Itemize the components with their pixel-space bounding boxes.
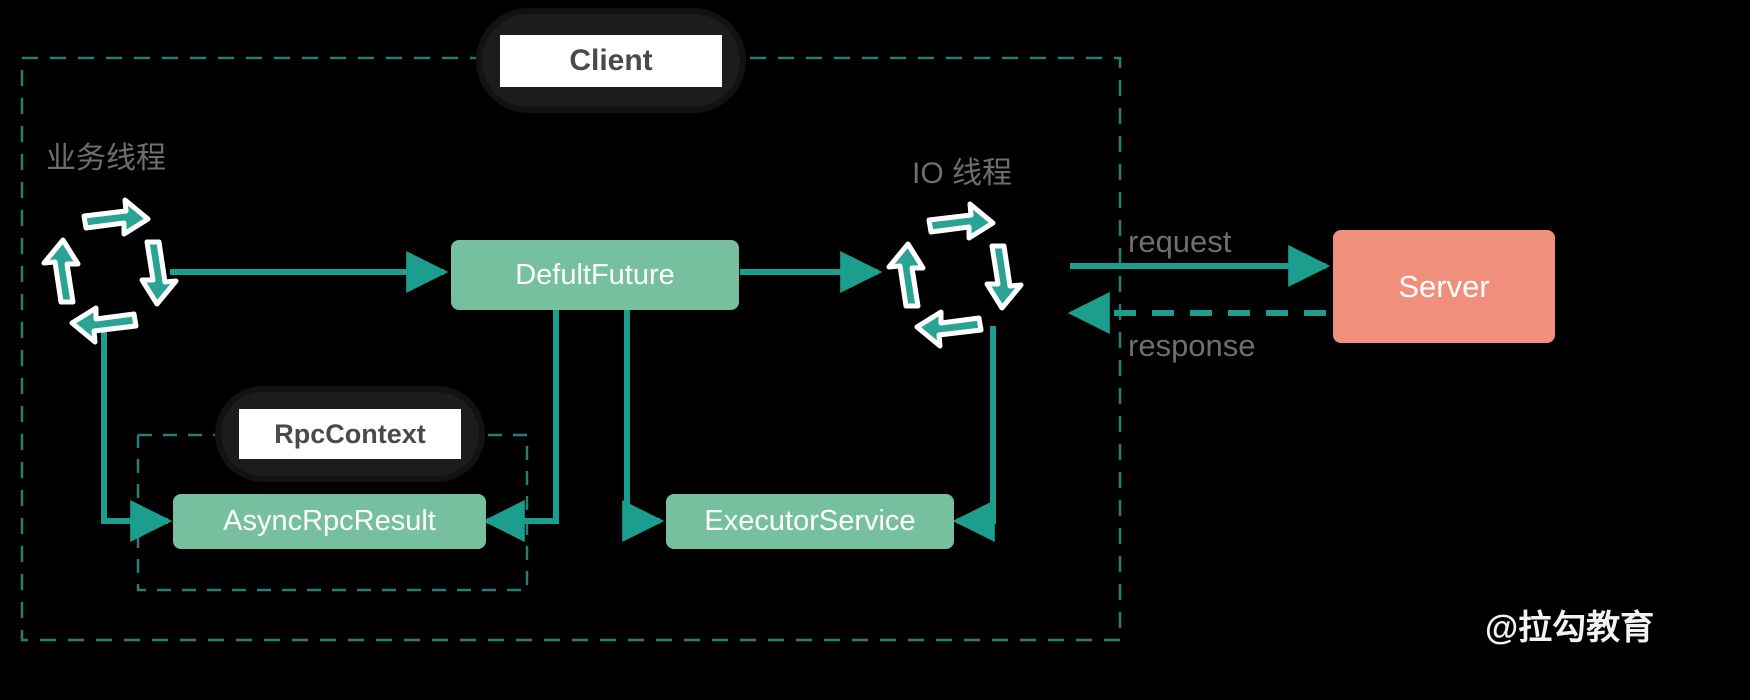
business-thread-label: 业务线程: [46, 142, 166, 175]
rpccontext-pill-plate: RpcContext: [239, 409, 461, 459]
business-thread-icon: [41, 197, 179, 345]
request-label: request: [1128, 224, 1232, 259]
client-label: Client: [569, 43, 653, 77]
edge-defultfuture-to-asyncrpcresult: [482, 310, 559, 542]
node-defultfuture[interactable]: DefultFuture: [451, 240, 739, 310]
watermark: @拉勾教育: [1485, 609, 1655, 647]
client-pill-plate: Client: [500, 34, 722, 87]
edge-defultfuture-to-executorservice: [622, 310, 665, 542]
node-asyncrpcresult[interactable]: AsyncRpcResult: [173, 494, 486, 549]
io-thread-icon: [886, 201, 1024, 349]
response-label: response: [1128, 328, 1256, 363]
rpccontext-label: RpcContext: [274, 418, 426, 449]
node-server[interactable]: Server: [1333, 230, 1555, 343]
client-boundary-dashed: [20, 56, 1122, 642]
node-server-label: Server: [1398, 268, 1490, 304]
rpccontext-pill: RpcContext: [221, 392, 479, 476]
edge-businessthread-to-asyncrpcresult: [101, 320, 173, 542]
edge-iothread-to-executorservice: [952, 326, 996, 542]
io-thread-label: IO 线程: [912, 157, 1013, 190]
client-pill: Client: [482, 14, 740, 107]
node-executorservice-label: ExecutorService: [704, 505, 916, 537]
node-defultfuture-label: DefultFuture: [515, 258, 675, 291]
node-executorservice[interactable]: ExecutorService: [666, 494, 954, 549]
node-asyncrpcresult-label: AsyncRpcResult: [223, 505, 436, 537]
